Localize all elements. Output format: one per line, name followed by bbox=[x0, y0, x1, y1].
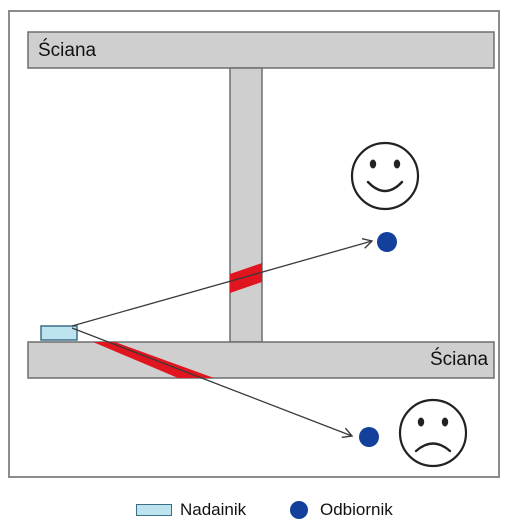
bottom-wall bbox=[27, 341, 495, 379]
receiver-dot-icon bbox=[290, 501, 308, 519]
diagram-frame bbox=[8, 10, 500, 478]
vertical-wall bbox=[229, 67, 263, 343]
smiley-happy-icon bbox=[350, 141, 420, 211]
legend-transmitter: Nadainik bbox=[136, 500, 246, 520]
bottom-wall-label: Ściana bbox=[430, 348, 489, 370]
legend-transmitter-label: Nadainik bbox=[180, 500, 247, 519]
top-wall-label: Ściana bbox=[38, 39, 97, 61]
legend: Nadainik Odbiornik bbox=[0, 500, 512, 526]
transmitter-swatch-icon bbox=[136, 504, 172, 516]
transmitter bbox=[40, 325, 78, 341]
smiley-sad-icon bbox=[398, 398, 468, 468]
attenuation-zone-vertical-wall bbox=[230, 263, 262, 293]
receiver-lower bbox=[359, 427, 379, 447]
legend-receiver: Odbiornik bbox=[290, 500, 393, 520]
top-wall bbox=[27, 31, 495, 69]
signal-ray-upper bbox=[71, 237, 374, 327]
legend-receiver-label: Odbiornik bbox=[320, 500, 393, 519]
signal-ray-lower bbox=[71, 327, 354, 439]
receiver-upper bbox=[377, 232, 397, 252]
signal-diagram: Ściana Ściana bbox=[27, 31, 495, 468]
